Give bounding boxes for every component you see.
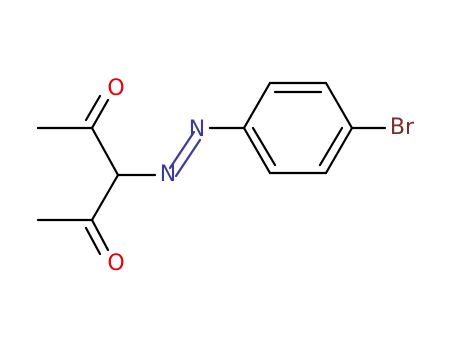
ring-bond-3 [324,81,354,130]
atom-bromine: Br [390,115,415,140]
ring-double-3 [251,126,277,167]
atom-nitrogen-upper: N [189,117,205,142]
bond-azo-1 [168,130,196,170]
atom-nitrogen-lower: N [160,162,176,187]
ring-bond-6 [242,126,272,175]
bond-carbonyl-top-co-double [84,94,102,122]
bond-carbonyl-bottom-co [90,218,110,252]
bond-carbonyl-top-center [90,126,120,177]
ring-double-2 [318,126,344,167]
bonds [36,81,387,256]
bond-carbonyl-top-co [90,98,110,130]
atom-oxygen-top: O [107,76,124,101]
atom-oxygen-bottom: O [107,251,124,276]
ring-bond-4 [324,126,354,175]
ring-bond-1 [242,81,272,130]
bond-carbonyl-bottom-co-double [84,226,102,256]
bond-azo-2 [174,138,202,178]
bond-center-carbonyl-bottom [90,173,120,222]
atom-labels: O O N N Br [107,76,415,276]
